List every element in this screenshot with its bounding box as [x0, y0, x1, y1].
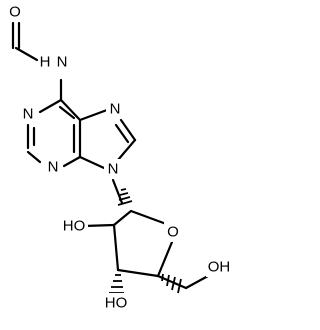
bond-c5prime-oh [184, 274, 210, 290]
atom-amide-nitrogen: N [57, 54, 68, 71]
bond-n7-c8-inner [114, 123, 130, 144]
bond-o4prime-c4prime [156, 240, 174, 278]
atom-amide-hydrogen: H [40, 54, 51, 71]
bond-c5-n7 [78, 108, 109, 122]
atom-labels: O N H N N N N O HO HO OH [6, 2, 234, 313]
hashed-bond-c1prime-n9 [117, 188, 133, 206]
bond-n3-c4 [62, 155, 82, 168]
atom-oh-5prime: OH [208, 259, 231, 276]
bond-c2-n3 [26, 150, 42, 164]
bond-c1prime-o4prime [129, 209, 171, 227]
bond-formyl-c-ch [14, 46, 39, 62]
atom-formyl-oxygen: O [9, 4, 21, 21]
atom-n9: N [108, 161, 119, 178]
atom-ho-2prime: HO [63, 218, 86, 235]
bond-c2prime-oh [82, 223, 116, 228]
atom-n7: N [110, 101, 121, 118]
bond-c8-n9 [116, 138, 137, 162]
bond-n9-c4 [78, 155, 106, 170]
atom-ring-oxygen: O [167, 224, 179, 241]
hashed-bond-c3prime-oh [109, 274, 124, 294]
bond-c4prime-c3prime [116, 268, 160, 278]
bond-c6-n1 [38, 98, 63, 114]
hashed-bond-c4prime-c5prime [161, 273, 182, 294]
atom-ho-3prime: HO [105, 295, 128, 312]
bonds [11, 21, 210, 290]
bond-c5-c6-inner [58, 105, 76, 120]
bond-c5-c6 [59, 98, 82, 122]
bond-c3prime-c2prime [112, 223, 120, 272]
atom-n1: N [23, 106, 34, 123]
molecule-structure: O N H N N N N O HO HO OH [6, 2, 234, 313]
atom-n3: N [48, 159, 59, 176]
bond-n7-c8 [119, 118, 137, 142]
bond-c2prime-c1prime [112, 209, 133, 227]
